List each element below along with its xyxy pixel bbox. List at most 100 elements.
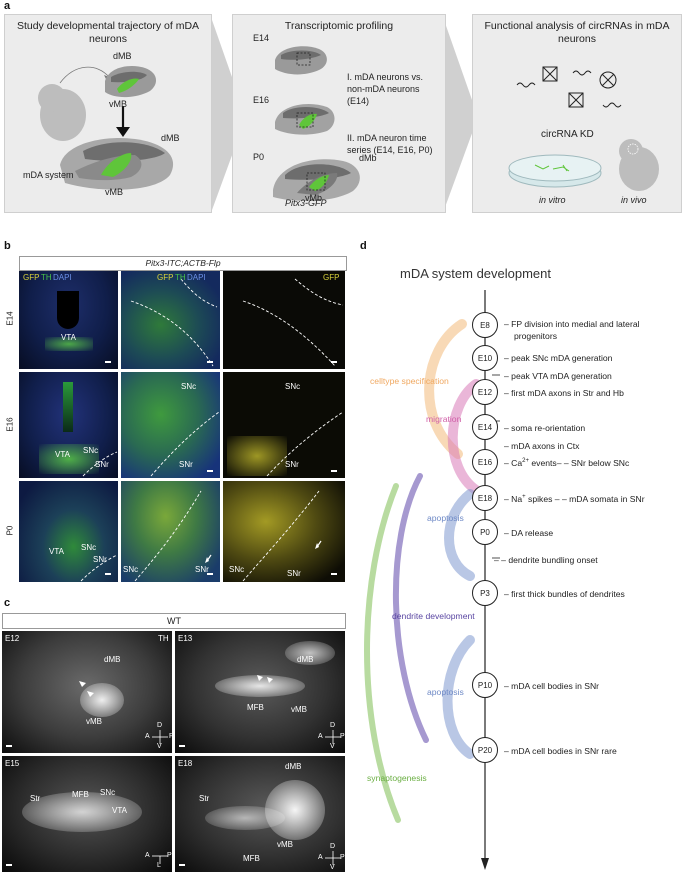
- label-snr: SNr: [95, 460, 109, 469]
- label-snr: SNr: [287, 569, 301, 578]
- label-mfb: MFB: [247, 703, 264, 712]
- arc-apoptosis-2: [442, 635, 475, 759]
- in-vivo-label: in vivo: [621, 195, 647, 205]
- event-na-spikes: – Na+ spikes – – mDA somata in SNr: [504, 494, 645, 504]
- node-p20: P20: [472, 737, 498, 763]
- legend-gfp: GFP: [323, 273, 340, 282]
- dmb-top-label: dMB: [113, 51, 132, 61]
- stage-label: E15: [5, 759, 20, 768]
- profiling-p0-label: P0: [253, 152, 265, 162]
- functional-illustration: [508, 66, 659, 191]
- micrograph-e14-gfp: GFP: [223, 271, 345, 369]
- axis-v: V: [330, 743, 335, 750]
- label-vta: VTA: [61, 333, 76, 342]
- label-vmb: vMB: [86, 717, 102, 726]
- node-e8: E8: [472, 312, 498, 338]
- label-vmb: vMB: [291, 705, 307, 714]
- axis-a: A: [145, 733, 150, 740]
- label-snc: SNc: [100, 788, 116, 797]
- curved-arrow-icon: [59, 66, 110, 84]
- lightsheet-e18: E18 dMB Str MFB vMB A P D V: [175, 756, 345, 872]
- panel-b-label: b: [4, 240, 11, 252]
- marker-label: TH: [158, 634, 169, 643]
- label-dmb: dMB: [104, 655, 121, 664]
- profiling-item-2: II. mDA neuron time series (E14, E16, P0…: [347, 133, 433, 155]
- micrograph-e16-zoom: SNc SNr: [121, 372, 220, 478]
- panel-a-label: a: [4, 0, 11, 12]
- label-vmb: vMB: [277, 840, 293, 849]
- stage-label: E12: [5, 634, 20, 643]
- panel-b-header: Pitx3-ITC;ACTB-Flp: [19, 256, 347, 271]
- micrograph-p0-zoom: SNc SNr: [121, 481, 220, 582]
- lightsheet-e15: E15 Str MFB SNc VTA A P L: [2, 756, 172, 872]
- event-cell-bodies-snr-rare: – mDA cell bodies in SNr rare: [504, 746, 617, 756]
- axis-d: D: [157, 722, 163, 729]
- event-da-release: – DA release: [504, 528, 554, 538]
- dmb-bottom-label: dMB: [161, 133, 180, 143]
- profiling-e16-label: E16: [253, 95, 270, 105]
- axis-p: P: [167, 852, 172, 859]
- row-label-e16: E16: [5, 417, 15, 432]
- axis-p: P: [340, 854, 345, 861]
- label-snc: SNc: [181, 382, 197, 391]
- axis-a: A: [145, 852, 150, 859]
- stage-label: E18: [178, 759, 193, 768]
- arc-migration: [447, 379, 481, 495]
- event-fp-division: – FP division into medial and lateral: [504, 319, 640, 329]
- label-dmb: dMB: [285, 762, 302, 771]
- row-label-e14: E14: [5, 311, 15, 326]
- node-p3: P3: [472, 580, 498, 606]
- label-snc: SNc: [83, 446, 99, 455]
- process-migration: migration: [426, 414, 462, 424]
- arc-celltype-specification: [424, 319, 467, 459]
- event-peak-vta: – peak VTA mDA generation: [504, 371, 612, 381]
- label-snr: SNr: [195, 565, 209, 574]
- axis-p: P: [340, 733, 345, 740]
- axis-l: L: [157, 862, 161, 869]
- event-thick-bundles: – first thick bundles of dendrites: [504, 589, 625, 599]
- lightsheet-e12: E12 TH dMB vMB A P D V: [2, 631, 172, 753]
- mda-system-label: mDA system: [23, 170, 74, 180]
- event-cell-bodies-snr: – mDA cell bodies in SNr: [504, 681, 600, 691]
- arc-apoptosis-1: [444, 489, 475, 581]
- event-soma-reorientation: – soma re-orientation: [504, 423, 586, 433]
- process-celltype-specification: celltype specification: [370, 376, 449, 386]
- micrograph-p0-overview: VTA SNc SNr: [19, 481, 118, 582]
- axis-d: D: [330, 722, 336, 729]
- reporter-label: Pitx3-GFP: [285, 198, 327, 208]
- micrograph-p0-gfp: SNc SNr: [223, 481, 345, 582]
- axis-v: V: [157, 743, 162, 750]
- profiling-vmb-label: vMb: [305, 193, 323, 203]
- process-dendrite-development: dendrite development: [392, 611, 475, 621]
- node-e14: E14: [472, 414, 498, 440]
- process-synaptogenesis: synaptogenesis: [367, 773, 427, 783]
- legend-dapi: DAPI: [187, 273, 206, 282]
- label-snr: SNr: [285, 460, 299, 469]
- label-mfb: MFB: [243, 854, 260, 863]
- label-str: Str: [199, 794, 210, 803]
- arc-synaptogenesis: [364, 483, 401, 823]
- node-e10: E10: [472, 345, 498, 371]
- legend-gfp: GFP: [157, 273, 174, 282]
- study-box-title: Study developmental trajectory of mDA ne…: [16, 20, 200, 45]
- stage-label: E13: [178, 634, 193, 643]
- arc-dendrite-development: [392, 473, 429, 743]
- vmb-bottom-label: vMB: [105, 187, 123, 197]
- axis-v: V: [330, 864, 335, 871]
- event-dendrite-bundling: – – dendrite bundling onset: [494, 555, 598, 565]
- profiling-illustration: [273, 46, 360, 201]
- profiling-box-title: Transcriptomic profiling: [284, 20, 394, 32]
- functional-box: Functional analysis of circRNAs in mDA n…: [472, 14, 682, 213]
- profiling-item-1: I. mDA neurons vs. non-mDA neurons (E14): [347, 72, 424, 106]
- label-str: Str: [30, 794, 41, 803]
- axis-p: P: [169, 733, 172, 740]
- label-snr: SNr: [179, 460, 193, 469]
- process-apoptosis-1: apoptosis: [427, 513, 464, 523]
- panel-a-chevrons: [212, 20, 478, 210]
- study-box: Study developmental trajectory of mDA ne…: [4, 14, 212, 213]
- label-dmb: dMB: [297, 655, 314, 664]
- row-label-p0: P0: [5, 525, 15, 536]
- label-mfb: MFB: [72, 790, 89, 799]
- timeline-title: mDA system development: [400, 266, 552, 281]
- node-e12: E12: [472, 379, 498, 405]
